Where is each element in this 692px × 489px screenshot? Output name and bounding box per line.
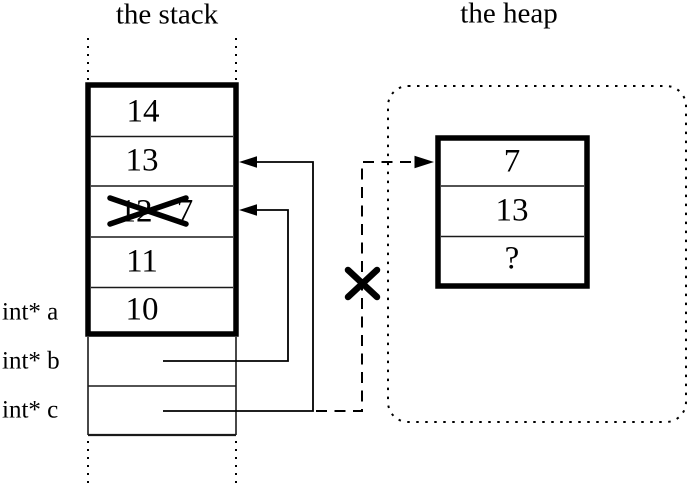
stack-cell-value: 13 [125,142,159,179]
dangling-heap-pointer [316,155,434,412]
pointer-b-line [163,209,289,362]
dangling-pointer-dashed-line [316,161,414,412]
dangling-pointer-arrowhead-icon [414,155,434,169]
pointer-c-label: int* c [2,396,59,424]
heap-title: the heap [460,0,558,30]
heap-cell-value: 7 [503,143,521,180]
stack-cell-new-value: 7 [176,193,194,230]
stack-cell-value: 14 [126,93,160,130]
stack-cell-old-value: 12 [119,193,153,230]
heap-cell-value: ? [504,240,520,277]
stack-frame-border [85,82,239,337]
stack-pointer-cells [87,337,237,437]
heap-block-box [435,135,590,289]
pointer-c-arrow [163,156,314,412]
pointer-a-label: int* a [2,298,59,326]
pointer-b-arrow [163,204,289,362]
stack-cell-value: 10 [125,291,159,328]
heap-block-border [435,135,590,289]
stack-cell-value: 11 [126,243,158,280]
heap-dotted-boundary [387,85,687,423]
stack-frame-box [85,82,239,337]
pointer-c-arrowhead-icon [239,156,257,168]
pointer-b-label: int* b [2,347,60,375]
heap-cell-value: 13 [495,192,529,229]
pointer-c-line [163,161,314,412]
stack-title: the stack [115,0,219,31]
pointer-b-arrowhead-icon [239,204,257,216]
heap-region [387,85,687,423]
